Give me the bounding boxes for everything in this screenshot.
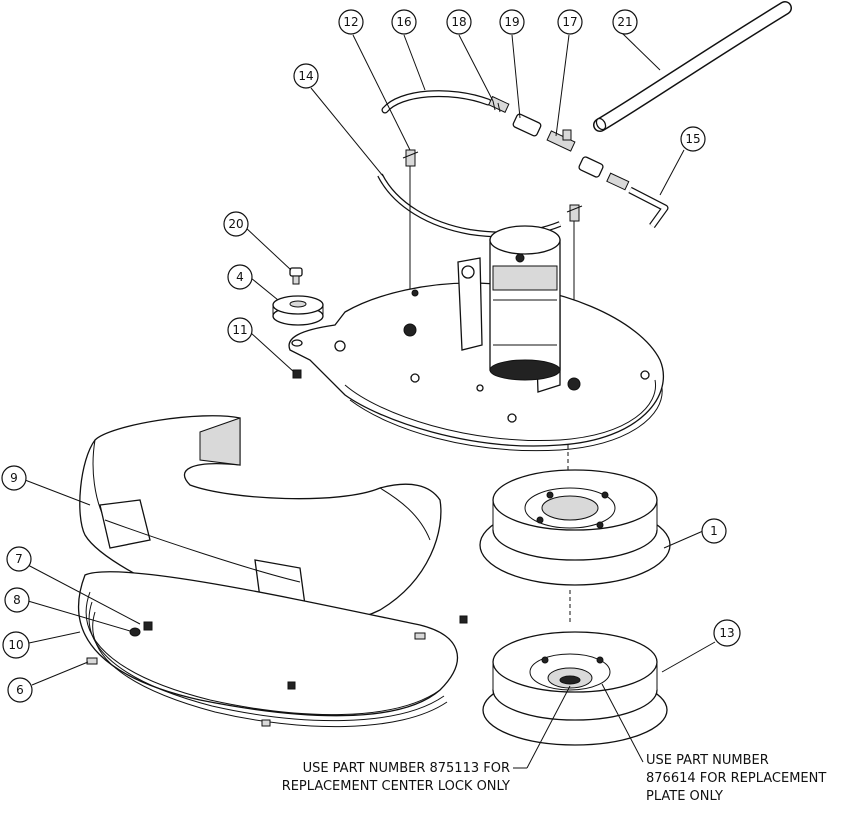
callout-18: 18 [446,9,472,35]
callout-21: 21 [612,9,638,35]
callout-7: 7 [6,546,32,572]
part-19-coupler [512,113,542,137]
callout-17-label: 17 [562,15,577,29]
callout-12-label: 12 [343,15,358,29]
callout-13: 13 [713,619,741,647]
motor-assembly [489,225,561,381]
callout-9-label: 9 [10,471,18,485]
part-21-hose [593,1,792,132]
leader-lines [24,32,716,769]
part-20-screw [289,267,303,285]
part-8-washer [129,627,141,637]
motor-bracket-left [457,257,483,351]
callout-10-label: 10 [8,638,23,652]
part-11-nut [292,369,302,379]
part-1-drive-plate [479,445,671,586]
callout-15-label: 15 [685,132,700,146]
callout-20: 20 [223,211,249,237]
part-4-bumper [272,295,324,326]
callout-21-label: 21 [617,15,632,29]
callout-19-label: 19 [504,15,519,29]
note-center-lock: USE PART NUMBER 875113 FOR REPLACEMENT C… [281,761,510,794]
callout-14-label: 14 [298,69,313,83]
callout-1-label: 1 [710,524,718,538]
callout-18-label: 18 [451,15,466,29]
callout-17: 17 [557,9,583,35]
callout-11-label: 11 [232,323,247,337]
callout-7-label: 7 [15,552,23,566]
note-replacement-plate: USE PART NUMBER 876614 FOR REPLACEMENT P… [646,753,827,804]
part-18-fitting [488,95,510,113]
callout-12: 12 [338,9,364,35]
part-13-pad-driver [482,590,668,746]
callout-16-label: 16 [396,15,411,29]
callout-1: 1 [701,518,727,544]
callout-10: 10 [2,631,30,659]
callout-16: 16 [391,9,417,35]
callout-19: 19 [499,9,525,35]
callout-8-label: 8 [13,593,21,607]
callout-8: 8 [4,587,30,613]
part-9-shroud [79,415,442,627]
part-7-screw [143,621,153,631]
callout-15: 15 [680,126,706,152]
part-10-bumper-ring [77,571,458,728]
part-6-bolt [86,657,98,665]
callout-11: 11 [227,317,253,343]
part-16-hose [381,90,492,114]
callout-9: 9 [1,465,27,491]
part-15-elbow-hose [628,186,669,229]
part-17-tee-fitting [546,129,630,191]
motor-base-plate [288,282,665,452]
callout-6: 6 [7,677,33,703]
callout-20-label: 20 [228,217,243,231]
callout-6-label: 6 [16,683,24,697]
callout-4-label: 4 [236,270,244,284]
callout-4: 4 [227,264,253,290]
part-14-hose [377,173,562,238]
callout-14: 14 [293,63,319,89]
callout-13-label: 13 [719,626,734,640]
shroud-hardware [261,615,468,727]
